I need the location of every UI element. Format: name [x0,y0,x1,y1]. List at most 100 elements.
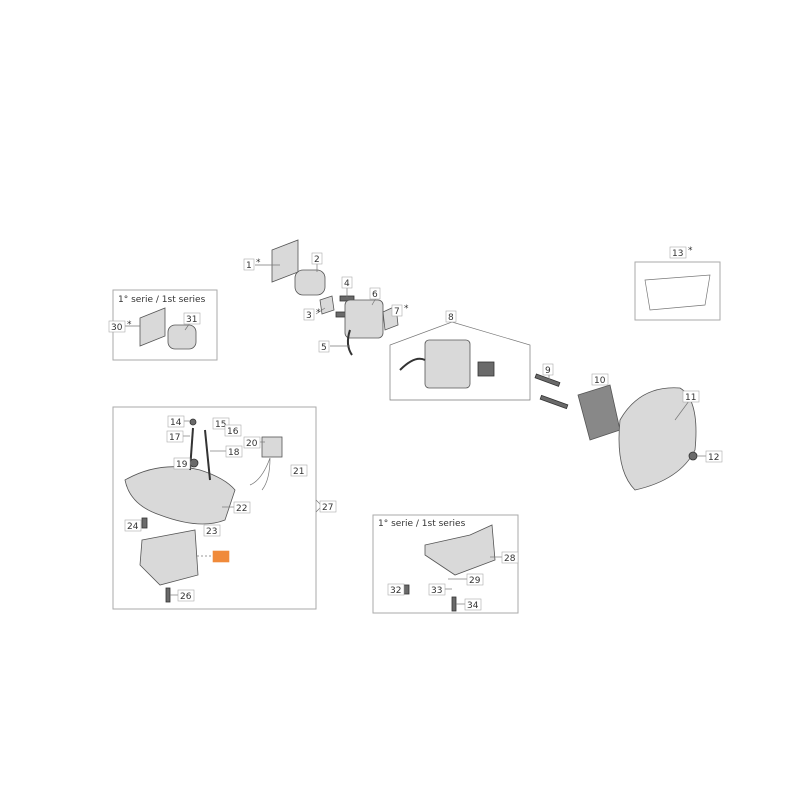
part-label-25[interactable]: 25 [215,553,226,563]
cable-5 [346,329,353,356]
part-label-11[interactable]: 11 [685,393,696,403]
star-marker-30: * [127,320,132,330]
star-marker-13: * [688,246,693,256]
part-label-20[interactable]: 20 [246,439,258,449]
part-label-1[interactable]: 1 [246,261,252,271]
label-box-34 [464,598,482,611]
label-box-28 [501,551,519,564]
part-label-2[interactable]: 2 [314,255,320,265]
part-label-18[interactable]: 18 [228,448,240,458]
part-shapes [124,239,711,612]
ignition-coil-8 [424,339,471,389]
label-box-16 [224,424,242,437]
gasket-1 [271,239,299,283]
star-marker-7: * [404,304,409,314]
label-box-17 [166,430,184,443]
fuel-tank [124,466,236,525]
part-label-26[interactable]: 26 [180,592,192,602]
part-label-15[interactable]: 15 [215,420,226,430]
first-series-title-bottom: 1° serie / 1st series [378,519,466,529]
label-box-14 [167,415,185,428]
label-box-19 [173,457,191,470]
part-label-21[interactable]: 21 [293,467,304,477]
label-box-8 [445,310,457,323]
label-box-3 [303,308,315,321]
label-box-21 [290,464,308,477]
first-series-title-top: 1° serie / 1st series [118,295,206,305]
gasket-kit-box [634,261,721,321]
knob-12 [688,451,698,461]
part-label-31[interactable]: 31 [186,315,197,325]
part-label-32[interactable]: 32 [390,586,401,596]
ignition-group-outline [389,321,531,401]
air-filter-10 [577,384,621,441]
label-box-18 [225,445,243,458]
part-label-24[interactable]: 24 [127,522,139,532]
label-box-27 [319,500,337,513]
label-box-10 [591,373,609,386]
label-box-6 [369,287,381,300]
label-box-29 [466,573,484,586]
label-box-33 [428,583,446,596]
part-label-4[interactable]: 4 [344,279,350,289]
gasket-3 [319,295,335,315]
screw-9 [534,373,561,387]
part-label-6[interactable]: 6 [372,290,378,300]
part-label-28[interactable]: 28 [504,554,516,564]
label-box-11 [682,390,700,403]
label-box-4 [341,276,353,289]
part-label-9[interactable]: 9 [545,366,551,376]
label-box-23 [203,524,221,537]
primer-21 [261,436,283,458]
part-label-7[interactable]: 7 [394,307,400,317]
label-box-7 [391,304,403,317]
part-label-33[interactable]: 33 [431,586,442,596]
intake-2 [294,269,326,296]
label-box-12 [705,450,723,463]
part-label-34[interactable]: 34 [467,601,479,611]
label-box-26 [177,589,195,602]
label-box-22 [233,501,251,514]
leader-lines [123,263,706,605]
part-label-12[interactable]: 12 [708,453,719,463]
label-box-1 [243,258,255,271]
label-box-20 [243,436,261,449]
label-box-2 [311,252,323,265]
star-marker-1: * [256,258,261,268]
part-label-3[interactable]: 3 [306,311,312,321]
part-label-22[interactable]: 22 [236,504,247,514]
label-box-32 [387,583,405,596]
part-label-10[interactable]: 10 [594,376,606,386]
label-box-5 [318,340,330,353]
first-series-tank-box [372,514,519,614]
air-filter-cover-11 [618,387,697,491]
part-label-5[interactable]: 5 [321,343,327,353]
intake-31 [167,324,197,350]
label-box-24 [124,519,142,532]
part-label-19[interactable]: 19 [176,460,188,470]
part-label-29[interactable]: 29 [469,576,481,586]
part-label-13[interactable]: 13 [672,249,683,259]
label-box-9 [542,363,554,376]
star-marker-3: * [316,308,321,318]
gasket-30 [139,307,166,347]
tank-support-25 [139,529,199,586]
gasket-kit-13 [644,274,711,311]
part-label-16[interactable]: 16 [227,427,239,437]
label-box-31 [183,312,201,325]
label-box-25 [212,550,230,563]
label-box-15 [212,417,230,430]
part-label-14[interactable]: 14 [170,418,182,428]
fuel-tank-group-box [112,406,317,610]
label-box-13 [669,246,687,259]
part-label-17[interactable]: 17 [169,433,180,443]
part-label-8[interactable]: 8 [448,313,454,323]
part-label-23[interactable]: 23 [206,527,217,537]
part-label-27[interactable]: 27 [322,503,333,513]
label-box-30 [108,320,126,333]
tank-support-28 [424,524,496,576]
carburetor-6 [344,299,384,339]
part-label-30[interactable]: 30 [111,323,123,333]
